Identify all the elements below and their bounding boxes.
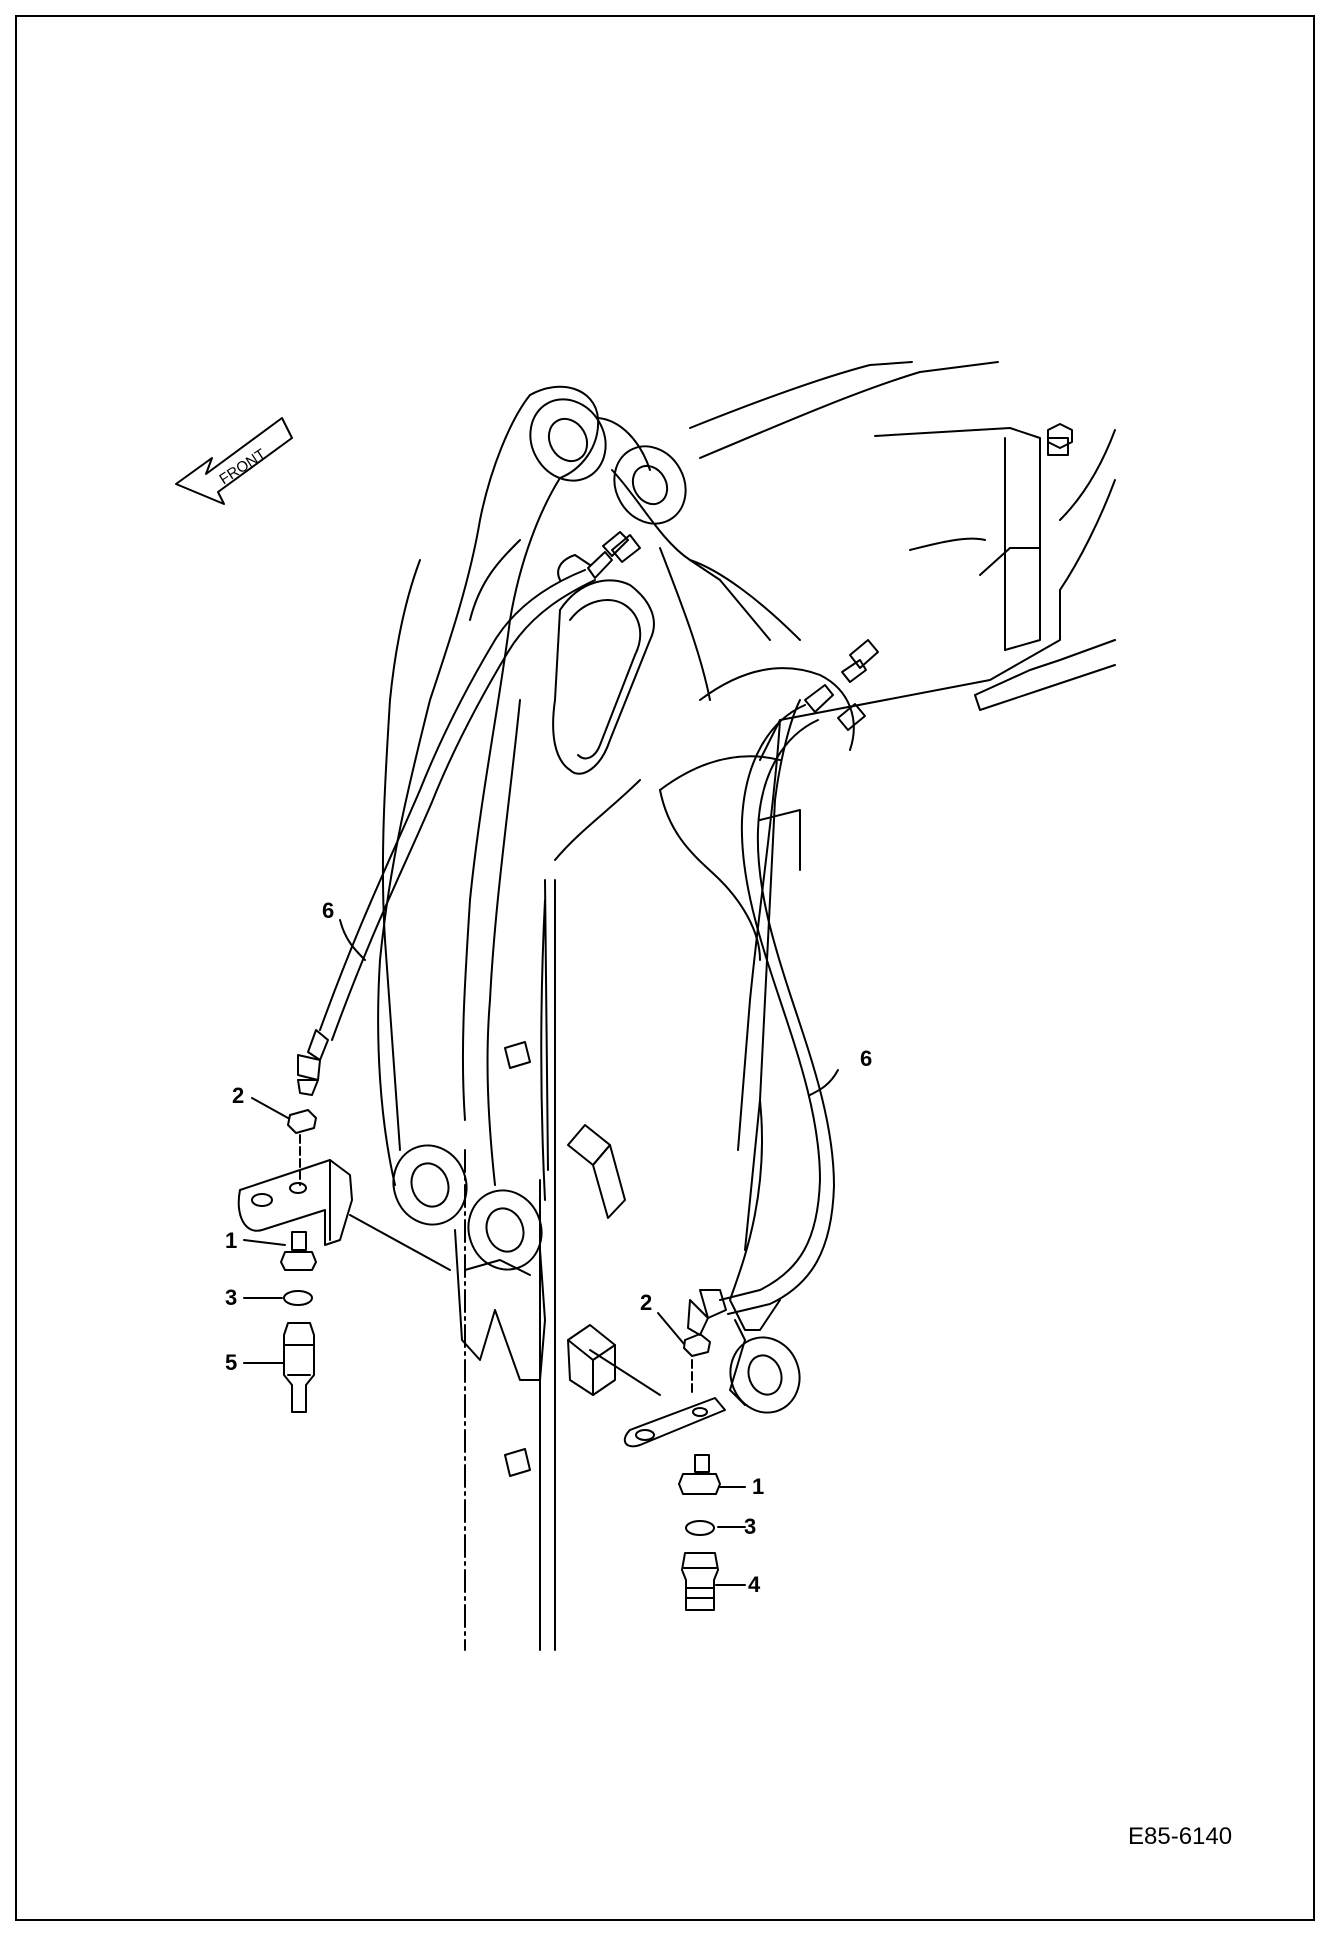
callout-left-nut: 2 [232, 1083, 245, 1108]
drawing-code: E85-6140 [1128, 1823, 1233, 1850]
callout-leaders [243, 919, 839, 1364]
callout-left-oring: 3 [225, 1285, 238, 1310]
callout-right-hose: 6 [860, 1046, 873, 1071]
callout-right-nut: 2 [640, 1290, 653, 1315]
callout-left-fitting: 1 [225, 1228, 238, 1253]
callout-left-hose: 6 [322, 898, 335, 923]
callout-left-coupler: 5 [225, 1350, 238, 1375]
bucket-link [729, 699, 801, 1414]
callout-right-oring: 3 [744, 1514, 757, 1539]
front-arrow: FRONT [175, 417, 293, 505]
callout-right-coupler: 4 [748, 1572, 761, 1597]
left-hose [297, 531, 629, 1096]
right-fitting-stack [589, 1333, 746, 1611]
callout-right-fitting: 1 [752, 1474, 765, 1499]
drawing-frame [15, 15, 1315, 1921]
front-label: FRONT [216, 446, 269, 488]
arm-clips [504, 534, 879, 1477]
arm [377, 385, 855, 1651]
left-fitting-stack [237, 1109, 451, 1413]
boom [689, 361, 1116, 761]
